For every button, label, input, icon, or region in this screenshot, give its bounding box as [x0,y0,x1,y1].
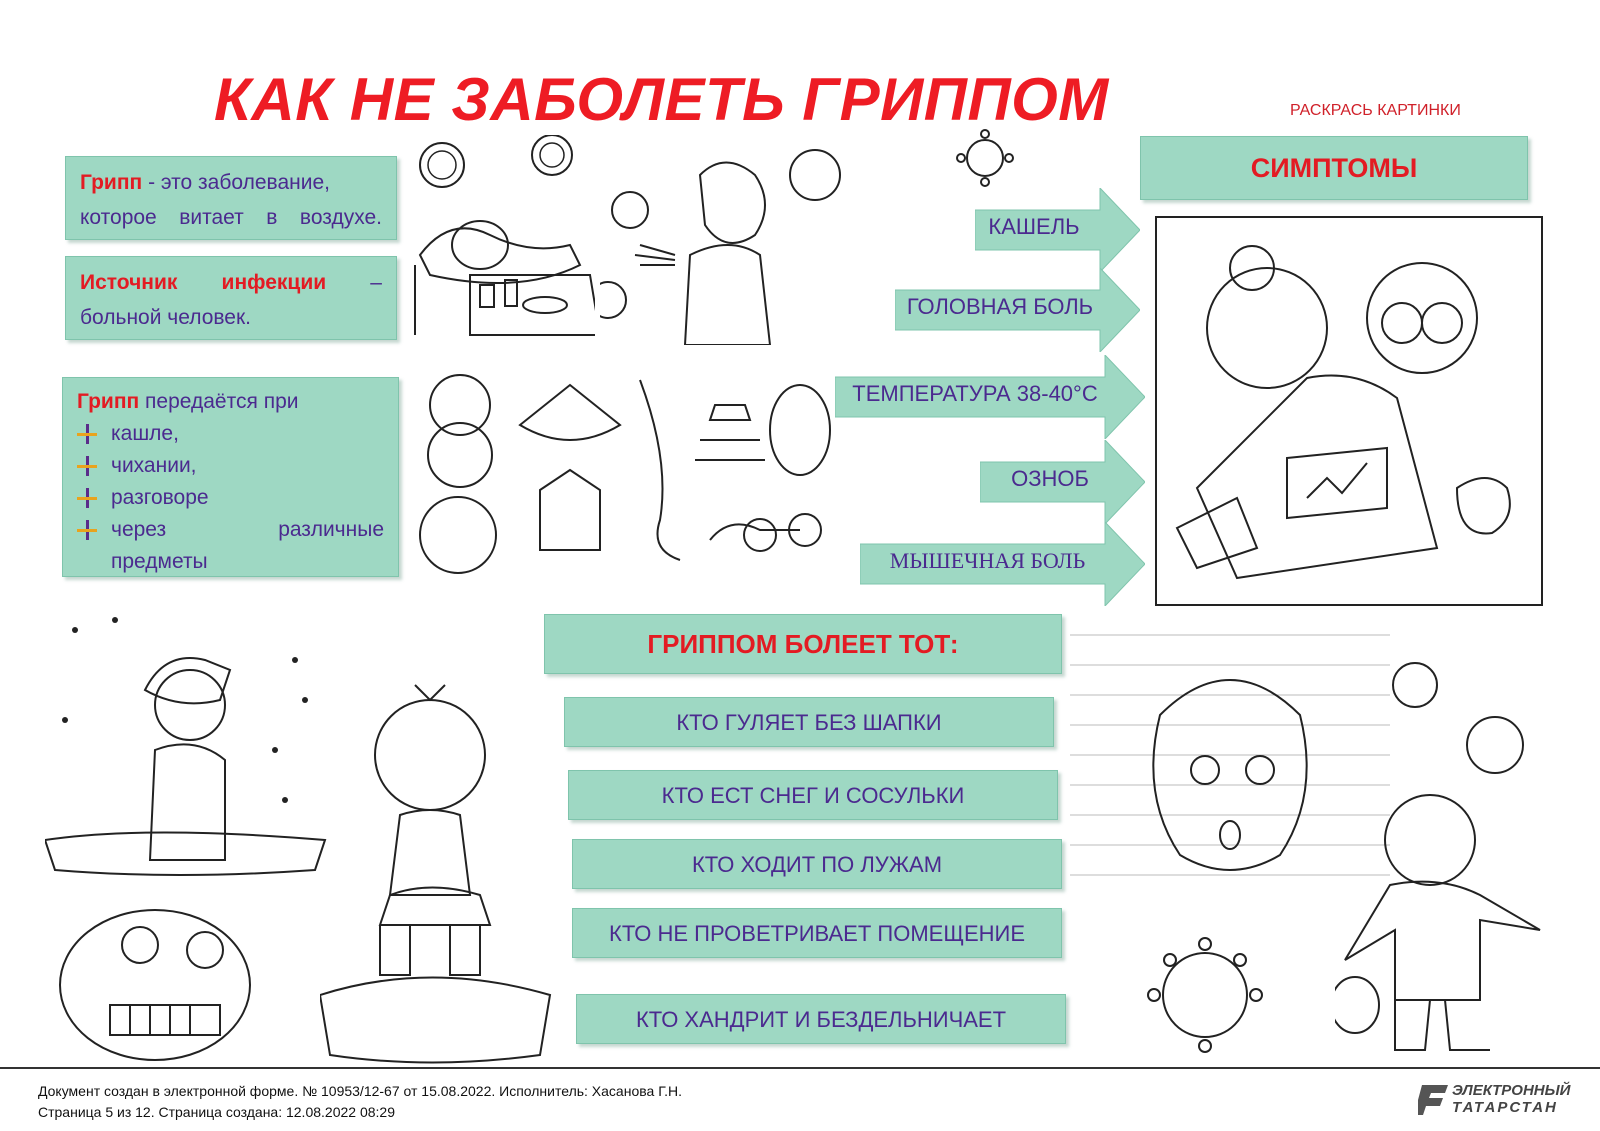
list-item: кашле, [77,418,384,450]
virus-icon [1147,937,1263,1053]
list-item: разговоре [77,482,384,514]
footer-document-info: Документ создан в электронной форме. № 1… [38,1083,682,1099]
list-item-continuation: предметы [111,550,208,573]
source-term: Источник [80,271,178,294]
flu-term: Грипп [80,171,143,194]
symptom-muscle-pain: МЫШЕЧНАЯ БОЛЬ [860,522,1145,606]
infection-term: инфекции [221,271,327,294]
virus-icon [1392,662,1524,774]
infection-source-box: Источник инфекции – больной человек. [65,256,397,340]
risk-moping-idle: КТО ХАНДРИТ И БЕЗДЕЛЬНИЧАЕТ [576,994,1066,1044]
coloring-hint: РАСКРАСЬ КАРТИНКИ [1290,102,1461,119]
flu-definition-box: Грипп - это заболевание, которое витает … [65,156,397,240]
risk-no-hat: КТО ГУЛЯЕТ БЕЗ ШАПКИ [564,697,1054,747]
bullet-icon [77,456,97,476]
boy-with-scarf-illustration [1335,794,1541,1051]
transmission-term: Грипп [77,390,140,413]
bullet-icon [77,488,97,508]
sick-characters-illustration [1155,216,1543,606]
list-item: чихании, [77,450,384,482]
logo-line2: ТАТАРСТАН [1452,1099,1558,1116]
footer-page-info: Страница 5 из 12. Страница создана: 12.0… [38,1104,395,1120]
page-title: КАК НЕ ЗАБОЛЕТЬ ГРИППОМ [214,66,1109,133]
risk-no-ventilation: КТО НЕ ПРОВЕТРИВАЕТ ПОМЕЩЕНИЕ [572,908,1062,958]
risk-eating-snow: КТО ЕСТ СНЕГ И СОСУЛЬКИ [568,770,1058,820]
dash: – [370,271,382,294]
flu-definition-line2: которое витает в воздухе. [80,206,382,229]
footer-divider [0,1067,1600,1069]
symptom-chills: ОЗНОБ [980,440,1145,524]
transmission-intro: передаётся при [139,390,299,413]
girl-in-puddle-illustration [320,684,552,1064]
bullet-icon [77,424,97,444]
transmission-box: Грипп передаётся при кашле, чихании, раз… [62,377,399,577]
logo-line1: ЭЛЕКТРОННЫЙ [1452,1082,1571,1099]
toys-illustration [419,374,831,574]
infection-source-text: больной человек. [80,306,251,329]
symptom-temperature: ТЕМПЕРАТУРА 38-40°С [835,355,1145,439]
symptom-cough: КАШЕЛЬ [975,188,1140,272]
virus-monster-illustration [59,909,251,1061]
symptoms-header: СИМПТОМЫ [1140,136,1528,200]
symptom-headache: ГОЛОВНАЯ БОЛЬ [895,268,1140,352]
bored-boy-illustration [1070,634,1390,876]
virus-icon [956,129,1014,187]
electronic-tatarstan-logo-icon: ЭЛЕКТРОННЫЙ ТАТАРСТАН [1418,1082,1571,1119]
risk-puddles: КТО ХОДИТ ПО ЛУЖАМ [572,839,1062,889]
sick-child-illustration [414,135,595,336]
sneezing-woman-illustration [600,149,841,345]
boy-eating-snow-illustration [45,617,327,876]
flu-definition-text: - это заболевание, [148,171,330,194]
bullet-icon [77,520,97,540]
who-gets-sick-header: ГРИППОМ БОЛЕЕТ ТОТ: [544,614,1062,674]
